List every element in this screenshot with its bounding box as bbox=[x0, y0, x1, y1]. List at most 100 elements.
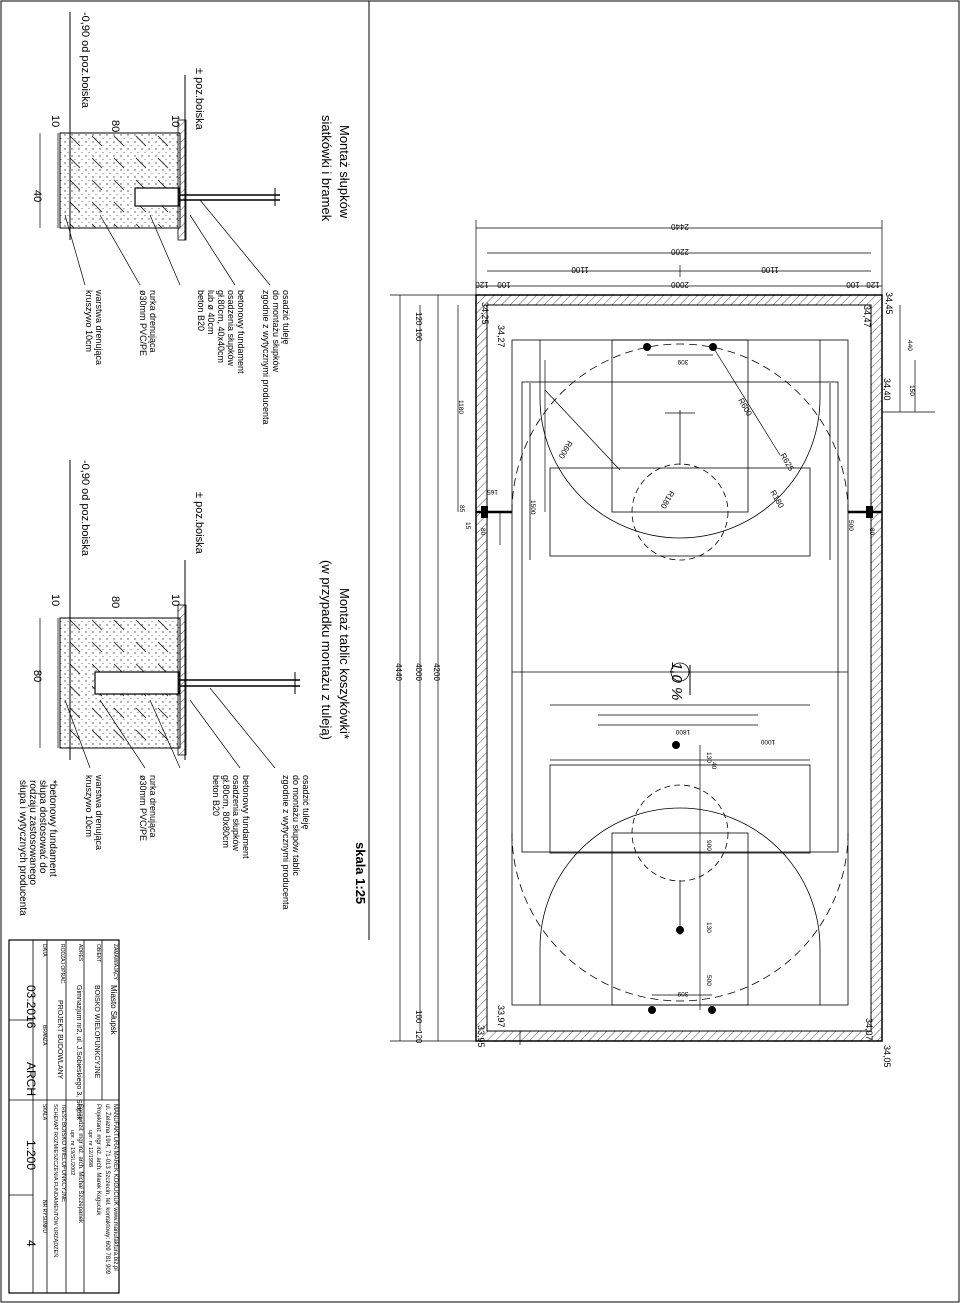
detail-scale: skala 1:25 bbox=[353, 842, 368, 904]
net-notes: osadzić tuleję do montażu słupków zgodni… bbox=[84, 289, 291, 425]
basket-note-3: betonowy fundament bbox=[241, 775, 251, 859]
dim-40: 40 bbox=[710, 762, 717, 770]
tb-content-2: SCHEMAT ROZMIESZCZENIA FUNDAMENTÓW URZĄD… bbox=[52, 1104, 59, 1257]
net-note-7: beton B20 bbox=[196, 290, 206, 331]
dim-100-d: 100 bbox=[414, 1010, 423, 1024]
dim-1800: 1800 bbox=[675, 728, 690, 735]
dim-4000: 4000 bbox=[414, 663, 423, 681]
basket-dim-80-side: 80 bbox=[31, 670, 43, 682]
dim-100-c: 100 bbox=[414, 328, 423, 342]
dim-120-c: 120 bbox=[414, 312, 423, 326]
dim-120-b: 120 bbox=[866, 280, 880, 289]
dim-4200: 4200 bbox=[432, 663, 441, 681]
court-plan: 2440 2200 1100 1100 120 100 2000 100 120… bbox=[390, 220, 935, 1068]
tb-scale-label: SKALA bbox=[41, 1104, 47, 1121]
basket-footnote: *betonowy fundament słupa dostosować do … bbox=[17, 780, 58, 916]
court-lines bbox=[511, 339, 849, 1006]
net-note-11: kruszywo 10cm bbox=[84, 290, 94, 352]
elev-34-45: 34,45 bbox=[884, 292, 894, 315]
net-note-8: rurka drenująca bbox=[148, 290, 158, 353]
basket-notes: osadzić tuleję do montażu słupów tablic … bbox=[84, 774, 311, 910]
court-dimension-texts: 1500 1800 1000 900 309 309 500 500 165 1… bbox=[457, 340, 915, 997]
elev-34-47: 34,47 bbox=[862, 305, 872, 328]
basket-note-5: gł.80cm, 80x80cm bbox=[221, 775, 231, 848]
footnote-1: słupa dostosować do bbox=[37, 780, 48, 874]
basket-dim-10-b: 10 bbox=[169, 594, 181, 606]
tb-company-2: ul. Żelazna 19/4, 71-013 Szczecin, tel. … bbox=[104, 1104, 111, 1275]
post-markers bbox=[481, 343, 873, 1014]
basket-dim-80: 80 bbox=[109, 596, 121, 608]
dim-80-b: 80 bbox=[868, 528, 875, 536]
dim-130-a: 130 bbox=[705, 752, 712, 763]
dim-150: 150 bbox=[908, 385, 915, 396]
basket-level-zero: ± poz.boiska bbox=[193, 492, 205, 555]
dim-100-b: 100 bbox=[846, 280, 860, 289]
basket-note-10: kruszywo 10cm bbox=[84, 775, 94, 837]
basket-title-1: Montaż tablic koszykówki* bbox=[337, 588, 352, 739]
dim-1180: 1180 bbox=[457, 400, 464, 414]
elev-34-27: 34,27 bbox=[496, 325, 506, 348]
elevation-labels: 34,25 34,27 34,45 34,47 34,40 33,97 33,9… bbox=[476, 292, 894, 1068]
dim-309-b: 309 bbox=[677, 990, 688, 997]
tb-address-label: ADRES bbox=[77, 944, 83, 962]
tb-branch: ARCH bbox=[24, 1062, 38, 1096]
basket-note-2: zgodnie z wytycznymi producenta bbox=[281, 775, 291, 910]
basket-dim-10-a: 10 bbox=[49, 594, 61, 606]
slope-label: 1,0 % bbox=[668, 662, 685, 700]
dim-165: 165 bbox=[487, 488, 498, 495]
dim-1500: 1500 bbox=[529, 500, 536, 515]
title-block: ZAMAWIAJĄCY Miasto Słupsk OBIEKT BOISKO … bbox=[8, 939, 120, 1294]
basket-note-7: rurka drenująca bbox=[148, 775, 158, 838]
dim-120-d: 120 bbox=[414, 1030, 423, 1044]
net-dim-10-b: 10 bbox=[169, 115, 181, 127]
net-level-zero: ± poz.boiska bbox=[193, 68, 205, 131]
dim-15: 15 bbox=[464, 522, 471, 530]
net-note-9: ø30mm PVC/PE bbox=[138, 290, 148, 356]
footnote-2: rodzaju zastosowanego bbox=[27, 780, 38, 886]
dim-1100-b: 1100 bbox=[761, 265, 779, 274]
dim-900: 900 bbox=[705, 840, 712, 851]
net-note-1: do montażu słupków bbox=[271, 290, 281, 373]
tb-type-label: RODZAJ OPRAC. bbox=[59, 944, 65, 985]
basket-note-6: beton B20 bbox=[211, 775, 221, 816]
dim-100-a: 100 bbox=[497, 280, 511, 289]
detail-net-posts: Montaż słupków siatkówki i bramek ± poz.… bbox=[31, 12, 352, 425]
elev-33-97: 33,97 bbox=[496, 1005, 506, 1028]
elev-33-95: 33,95 bbox=[476, 1025, 486, 1048]
dim-500-b: 500 bbox=[705, 975, 712, 986]
net-dim-40: 40 bbox=[31, 190, 43, 202]
elev-34-40: 34,40 bbox=[882, 378, 892, 401]
tb-checker-2: upr. nr 19/SL/2002 bbox=[69, 1130, 75, 1175]
elev-34-05: 34,05 bbox=[882, 1045, 892, 1068]
dim-309-a: 309 bbox=[677, 358, 688, 365]
net-note-6: lub ø 40cm bbox=[206, 290, 216, 335]
tb-address: Gimnazjum nr2, ul. J.Sobieskiego 3, Słup… bbox=[75, 985, 82, 1121]
tb-content-label: TREŚĆ bbox=[60, 1104, 68, 1121]
net-note-10: warstwa drenująca bbox=[94, 289, 104, 365]
footnote-0: *betonowy fundament bbox=[47, 780, 58, 877]
basket-title-2: (w przypadku montażu z tuleją) bbox=[319, 560, 334, 740]
tb-client-label: ZAMAWIAJĄCY bbox=[112, 944, 118, 981]
dim-120-a: 120 bbox=[475, 280, 489, 289]
tb-branch-label: BRANŻA bbox=[41, 1025, 48, 1046]
dim-2440: 2440 bbox=[671, 222, 689, 231]
basket-level-minus: -0,90 od poz.boiska bbox=[79, 460, 91, 557]
detail-basket-posts: Montaż tablic koszykówki* (w przypadku m… bbox=[17, 460, 368, 916]
dim-1100-a: 1100 bbox=[571, 265, 589, 274]
dim-4440: 4440 bbox=[394, 663, 403, 681]
basket-note-4: osadzenia słupków bbox=[231, 775, 241, 852]
net-dim-10-a: 10 bbox=[49, 115, 61, 127]
court-surface bbox=[486, 304, 872, 1032]
tb-designer-1: Projektant: mgr inż. arch. Marek Koguciu… bbox=[95, 1104, 101, 1216]
footnote-3: słupa i wytycznych producenta bbox=[17, 780, 28, 916]
net-note-0: osadzić tuleję bbox=[281, 290, 291, 345]
net-title-2: siatkówki i bramek bbox=[319, 115, 334, 222]
tb-content-1: BOISKO WIELOFUNKCYJNE bbox=[60, 1122, 66, 1202]
tb-date-label: DATA bbox=[41, 944, 47, 957]
elev-34-07: 34,07 bbox=[864, 1018, 874, 1041]
basket-note-0: osadzić tuleję bbox=[301, 775, 311, 830]
dim-1000: 1000 bbox=[760, 738, 775, 745]
tb-sheet-label: NR RYSUNKU bbox=[41, 1200, 47, 1233]
